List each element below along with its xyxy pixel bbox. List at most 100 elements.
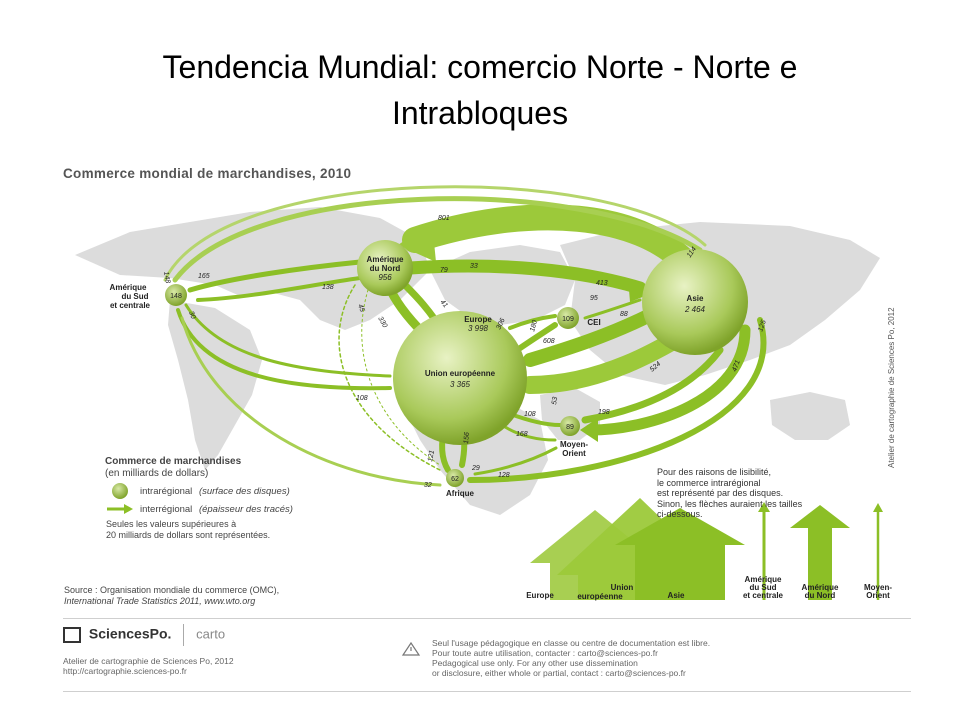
legend-inter: interrégional (épaisseur des tracés) — [140, 504, 293, 515]
value-afr: 62 — [451, 476, 459, 483]
usage-note: Seul l'usage pédagogique en classe ou ce… — [432, 638, 812, 678]
flow-value: 180 — [529, 319, 539, 332]
warning-icon — [401, 641, 421, 656]
flow-thin-dashed-2 — [361, 289, 441, 466]
flow-asie-mo-head — [580, 418, 598, 442]
flow-value: 95 — [590, 295, 598, 302]
legend-inter-note: (épaisseur des tracés) — [198, 504, 293, 515]
flow-value: 168 — [516, 431, 528, 438]
flow-value: 79 — [440, 267, 448, 274]
legend-symbols — [107, 483, 133, 514]
flow-thin-dashed-1 — [338, 284, 441, 471]
flow-value: 125 — [757, 319, 768, 332]
label-mo-2: Orient — [562, 449, 586, 458]
cmp-label-mo-2: Orient — [866, 591, 890, 600]
flow-value: 165 — [198, 273, 210, 280]
land-oceania — [770, 392, 850, 440]
flow-asie-ue — [523, 308, 657, 367]
value-ue: 3 365 — [450, 380, 471, 389]
source-note: Source : Organisation mondiale du commer… — [64, 585, 364, 607]
world-land — [75, 207, 880, 515]
flow-value: 108 — [524, 411, 536, 418]
comparison-labels: Europe Union européenne Asie Amérique du… — [526, 575, 892, 601]
source-line2: International Trade Statistics 2011, www… — [64, 596, 256, 606]
flow-ams-ue-108 — [176, 308, 392, 391]
readability-line3: est représenté par des disques. — [657, 488, 784, 498]
legend-intra-note: (surface des disques) — [198, 486, 290, 497]
value-mo: 89 — [566, 424, 574, 431]
logo-carto: carto — [196, 626, 226, 642]
map-title: Commerce mondial de marchandises, 2010 — [63, 166, 352, 181]
cmp-label-amn-1: Amérique — [802, 583, 839, 592]
sciencespo-logo: SciencesPo. carto — [63, 624, 225, 646]
legend-title: Commerce de marchandises (en milliards d… — [105, 456, 241, 480]
cmp-label-ue-2: européenne — [577, 592, 623, 601]
atelier-line1: Atelier de cartographie de Sciences Po, … — [63, 656, 234, 666]
label-ams-2: du Sud — [121, 292, 148, 301]
flow-ams-asie — [172, 196, 703, 283]
land-north-america — [75, 207, 430, 330]
label-afr: Afrique — [446, 489, 475, 498]
flow-value: 88 — [620, 311, 628, 318]
usage-line3: Pedagogical use only. For any other use … — [432, 658, 638, 668]
flow-value: 30 — [187, 310, 196, 320]
cmp-label-ams-3: et centrale — [743, 591, 784, 600]
label-amn-2: du Nord — [370, 264, 401, 273]
flow-value: 128 — [498, 472, 510, 479]
flow-value: 608 — [543, 338, 555, 345]
disc-ue — [393, 311, 527, 445]
legend-note-line1: Seules les valeurs supérieures à — [106, 519, 237, 529]
compare-arrow-mo-head — [873, 503, 883, 512]
value-asie: 2 464 — [684, 305, 706, 314]
flow-amn-asie-head — [628, 278, 655, 302]
flow-value: 801 — [438, 215, 450, 222]
readability-line1: Pour des raisons de lisibilité, — [657, 467, 772, 477]
logo-text: SciencesPo. — [88, 625, 172, 642]
disc-asie — [642, 249, 748, 355]
flow-value: 148 — [162, 271, 171, 284]
flow-value: 413 — [596, 280, 608, 287]
slide-title-line1: Tendencia Mundial: comercio Norte - Nort… — [162, 49, 798, 85]
flow-amn-ams-138 — [196, 276, 362, 302]
cmp-label-mo-1: Moyen- — [864, 583, 892, 592]
cmp-label-asie: Asie — [668, 591, 685, 600]
flow-ue-cei — [508, 314, 557, 330]
flow-asie-mo — [584, 324, 751, 436]
flow-value: 45 — [356, 303, 365, 313]
readability-note: Pour des raisons de lisibilité, le comme… — [657, 467, 867, 520]
usage-line2: Pour toute autre utilisation, contacter … — [432, 648, 658, 658]
slide-title: Tendencia Mundial: comercio Norte - Nort… — [0, 44, 960, 136]
flow-value: 138 — [322, 284, 334, 291]
flow-value: 471 — [731, 359, 742, 372]
compare-arrow-asie — [615, 508, 745, 600]
flow-cei-asie — [583, 298, 642, 320]
disc-amn — [357, 240, 413, 296]
value-cei: 109 — [562, 316, 574, 323]
value-amn: 956 — [378, 273, 392, 282]
logo-separator — [183, 624, 185, 646]
flow-value: 29 — [471, 465, 480, 472]
flow-mo-afr — [473, 446, 558, 476]
cmp-label-europe: Europe — [526, 591, 554, 600]
value-ams: 148 — [170, 293, 182, 300]
footer-divider-top — [63, 618, 911, 619]
flow-labels: 801 114 165 148 138 79 33 413 95 88 125 … — [162, 215, 768, 489]
label-ams-1: Amérique — [110, 283, 147, 292]
disc-mo — [560, 416, 580, 436]
value-europe: 3 998 — [468, 324, 489, 333]
flow-value: 156 — [463, 432, 471, 444]
legend-title-line2: (en milliards de dollars) — [105, 468, 209, 479]
flow-value: 108 — [356, 395, 368, 402]
flow-value: 306 — [495, 317, 506, 331]
legend-inter-label: interrégional — [140, 504, 193, 515]
vertical-credit: Atelier de cartographie de Sciences Po, … — [887, 307, 896, 468]
flow-amn-asie — [403, 259, 647, 295]
label-cei: CEI — [587, 318, 600, 327]
flow-value: 53 — [551, 396, 559, 405]
atelier-credit: Atelier de cartographie de Sciences Po, … — [63, 656, 234, 676]
label-ue: Union européenne — [425, 369, 496, 378]
flow-value: 32 — [424, 482, 432, 489]
compare-arrow-ams-head — [758, 502, 770, 512]
legend-intra: intrarégional (surface des disques) — [140, 486, 290, 497]
